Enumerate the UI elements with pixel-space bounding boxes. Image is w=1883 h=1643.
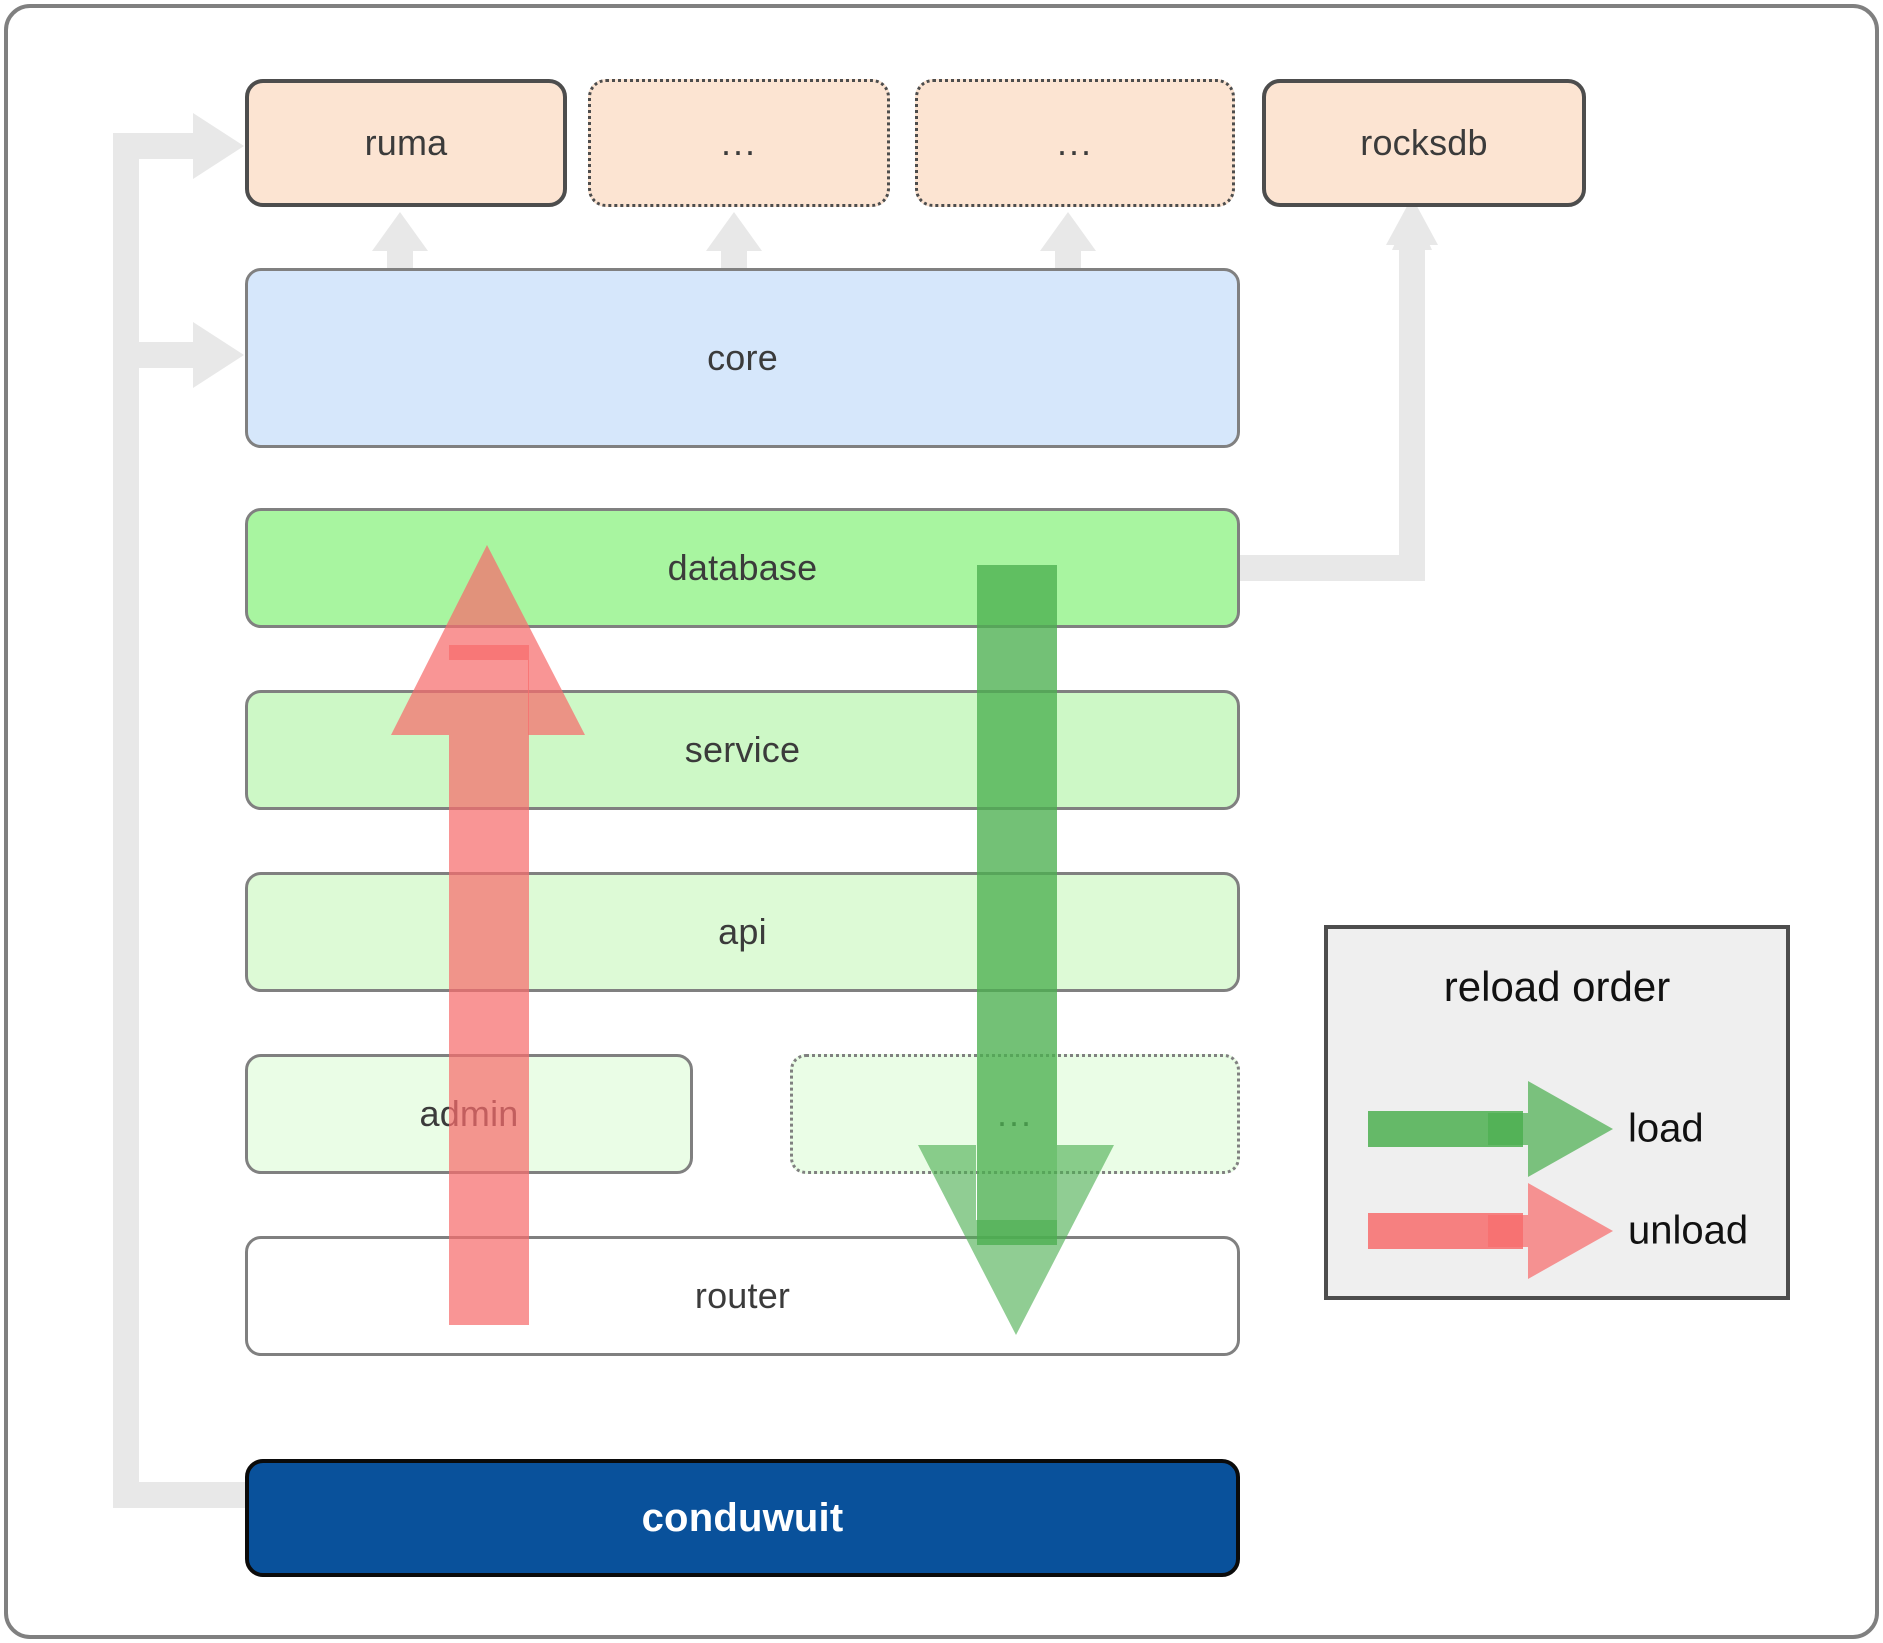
layer-label: admin [419, 1093, 519, 1134]
layer-label: service [684, 729, 801, 770]
dependency-label: ... [1056, 122, 1093, 163]
layer-box-router[interactable]: router [245, 1236, 1240, 1356]
legend-label-load: load [1628, 1106, 1704, 1151]
layer-label: api [718, 911, 767, 952]
layer-label: router [694, 1275, 791, 1316]
layer-label: ... [996, 1093, 1033, 1134]
binary-label: conduwuit [641, 1495, 844, 1540]
legend-row-load: load [1328, 1079, 1786, 1179]
dependency-label: rocksdb [1360, 122, 1488, 163]
unload-arrow-icon [1368, 1183, 1613, 1279]
load-arrow-icon [1368, 1081, 1613, 1177]
legend-row-unload: unload [1328, 1181, 1786, 1281]
layer-box-core[interactable]: core [245, 268, 1240, 448]
layer-box-service[interactable]: service [245, 690, 1240, 810]
dependency-box-ruma[interactable]: ruma [245, 79, 567, 207]
layer-box-admin[interactable]: admin [245, 1054, 693, 1174]
dependency-label: ruma [364, 122, 448, 163]
dependency-label: ... [720, 122, 757, 163]
layer-label: database [667, 547, 818, 588]
dependency-box-rocksdb[interactable]: rocksdb [1262, 79, 1586, 207]
dependency-box-ellipsis-1[interactable]: ... [588, 79, 890, 207]
layer-box-ellipsis[interactable]: ... [790, 1054, 1240, 1174]
dependency-box-ellipsis-2[interactable]: ... [915, 79, 1235, 207]
legend-title: reload order [1443, 963, 1671, 1010]
layer-box-api[interactable]: api [245, 872, 1240, 992]
layer-box-database[interactable]: database [245, 508, 1240, 628]
binary-box-conduwuit[interactable]: conduwuit [245, 1459, 1240, 1577]
layer-label: core [707, 337, 778, 378]
legend-panel: reload order load unload [1324, 925, 1790, 1300]
legend-label-unload: unload [1628, 1208, 1749, 1253]
